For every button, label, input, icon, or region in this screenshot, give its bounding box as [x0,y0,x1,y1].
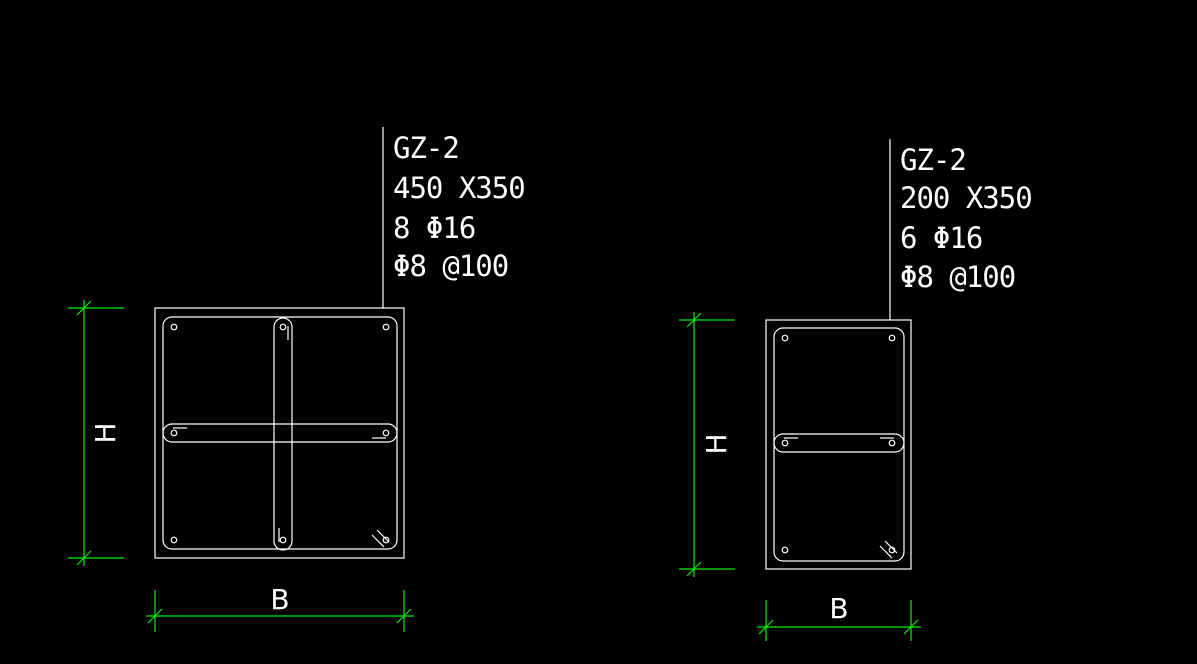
rebar [170,323,178,331]
section-2-width-label: B [829,592,848,625]
rebar [170,429,178,437]
rebar [170,536,178,544]
section-1-stirrup [162,316,398,550]
rebar [382,323,390,331]
section-2-stirrup-label: Φ8 @100 [900,260,1015,294]
section-1-width-dimension: B [146,583,414,632]
rebar [888,546,896,554]
section-2-rebars [781,334,896,554]
section-2-horizontal-tie [773,433,905,453]
column-section-1: GZ-2 450 X350 8 Φ16 Φ8 @100 [68,127,526,632]
section-1-height-dimension: H [68,300,124,566]
section-2-height-dimension: H [679,312,735,577]
rebar [279,536,287,544]
rebar [382,536,390,544]
rebar [279,323,287,331]
section-1-size-label: 450 X350 [393,171,525,205]
rebar [781,334,789,342]
section-2-stirrup [773,327,905,562]
section-1-vertical-tie [273,317,293,551]
section-1-outline [154,307,405,559]
section-1-width-label: B [270,583,289,616]
column-section-2: GZ-2 200 X350 6 Φ16 Φ8 @100 [679,139,1033,641]
section-1-corner-hook [371,529,390,548]
rebar [781,439,789,447]
rebar [888,439,896,447]
section-2-main-rebar-label: 6 Φ16 [900,221,982,255]
section-1-id-label: GZ-2 [393,131,459,165]
rebar [781,546,789,554]
section-1-rebars [170,323,390,544]
section-1-horizontal-tie [162,423,398,443]
section-1-stirrup-label: Φ8 @100 [393,249,508,283]
section-1-height-label: H [89,422,122,443]
rebar [888,334,896,342]
section-2-outline [765,319,912,570]
section-2-width-dimension: B [757,592,921,641]
section-2-height-label: H [700,433,733,454]
section-2-size-label: 200 X350 [900,181,1032,215]
section-1-main-rebar-label: 8 Φ16 [393,211,475,245]
rebar [382,429,390,437]
section-2-id-label: GZ-2 [900,143,966,177]
